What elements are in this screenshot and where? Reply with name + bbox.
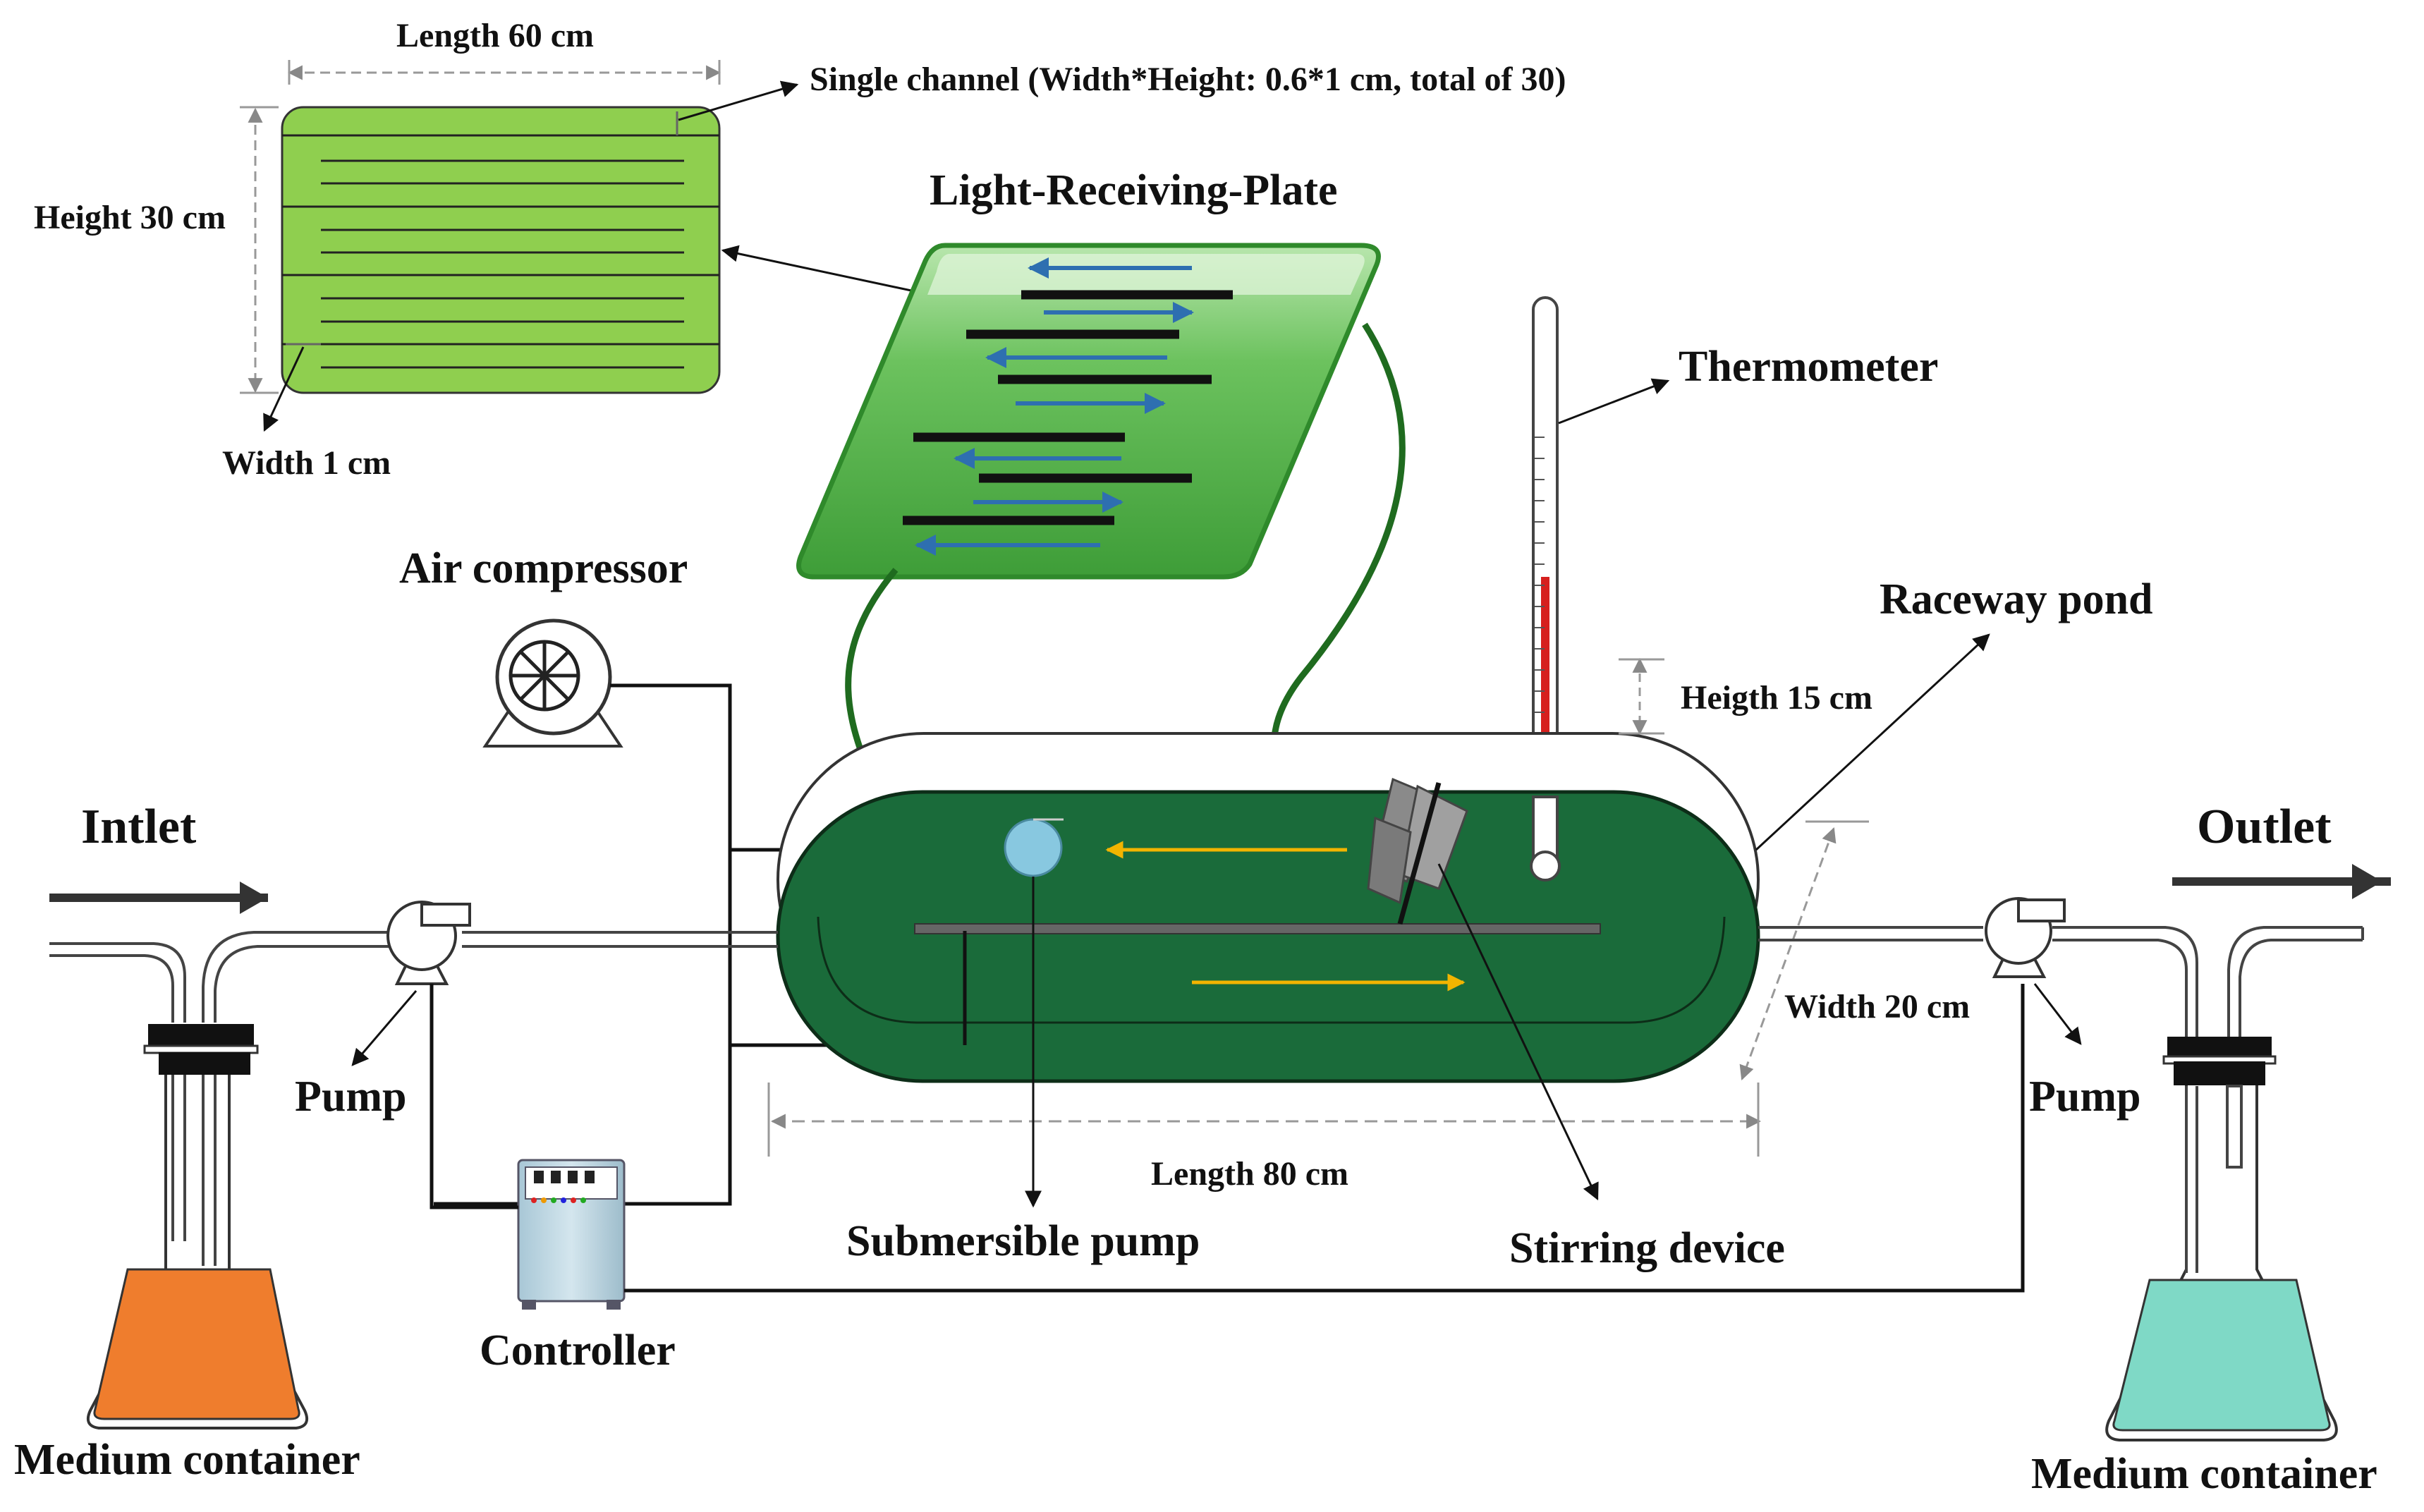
outlet-label: Outlet bbox=[2197, 800, 2332, 854]
air-line bbox=[434, 683, 732, 1206]
channel-panel-detail: Length 60 cm Height 30 cm Single channel… bbox=[34, 17, 1566, 482]
length-60-label: Length 60 cm bbox=[396, 17, 594, 54]
pump-right bbox=[1985, 897, 2066, 978]
width-20-dimension bbox=[1739, 827, 1837, 1080]
stirring-device-pointer bbox=[1437, 863, 1599, 1201]
inlet-label: Intlet bbox=[81, 800, 196, 854]
pump-right-pointer bbox=[2033, 983, 2082, 1045]
thermometer-pointer bbox=[1558, 378, 1670, 425]
channel-panel bbox=[281, 106, 721, 394]
submersible-pump-label: Submersible pump bbox=[846, 1217, 1200, 1265]
plate-to-panel-pointer bbox=[721, 245, 932, 296]
medium-container-left-label: Medium container bbox=[14, 1436, 360, 1484]
single-channel-label: Single channel (Width*Height: 0.6*1 cm, … bbox=[810, 61, 1566, 98]
submersible-pump bbox=[1004, 818, 1063, 877]
raceway-pond-label: Raceway pond bbox=[1880, 575, 2153, 623]
medium-container-left bbox=[87, 1024, 308, 1429]
plate-flow-arrows bbox=[915, 257, 1194, 556]
light-plate-label: Light-Receiving-Plate bbox=[930, 166, 1338, 214]
height-30-label: Height 30 cm bbox=[34, 199, 226, 236]
thermometer-label: Thermometer bbox=[1679, 343, 1938, 391]
pump-left bbox=[386, 901, 471, 985]
plate-black-channels bbox=[903, 290, 1233, 525]
light-receiving-plate bbox=[796, 243, 1381, 580]
medium-container-right-label: Medium container bbox=[2031, 1450, 2377, 1498]
height-15-label: Heigth 15 cm bbox=[1681, 679, 1872, 717]
pond-divider bbox=[914, 923, 1601, 934]
pond-water bbox=[776, 790, 1760, 1083]
length-80-label: Length 80 cm bbox=[1151, 1155, 1348, 1193]
controller-label: Controller bbox=[480, 1327, 676, 1374]
air-compressor bbox=[482, 618, 623, 748]
single-channel-pointer bbox=[678, 80, 799, 121]
controller bbox=[517, 1159, 626, 1310]
outlet-pipe bbox=[1758, 926, 2364, 1040]
controller-wire-right bbox=[624, 984, 2025, 1293]
air-compressor-label: Air compressor bbox=[399, 544, 688, 592]
width-1-pointer bbox=[263, 346, 305, 432]
pump-left-label: Pump bbox=[295, 1073, 406, 1121]
channel-lines bbox=[282, 134, 719, 369]
raceway-pond bbox=[776, 732, 1760, 1083]
inlet-pipe bbox=[49, 931, 778, 1023]
controller-wire-left bbox=[430, 984, 518, 1209]
stirring-device bbox=[1367, 777, 1468, 925]
pump-left-pointer bbox=[351, 990, 418, 1066]
pump-right-label: Pump bbox=[2029, 1073, 2140, 1121]
medium-container-right bbox=[2105, 1037, 2338, 1441]
raceway-pond-pointer bbox=[1755, 633, 1990, 851]
thermometer-bulb-overlay bbox=[1530, 795, 1561, 882]
width-20-label: Width 20 cm bbox=[1784, 988, 1970, 1025]
stirring-device-label: Stirring device bbox=[1509, 1224, 1785, 1272]
width-1-label: Width 1 cm bbox=[222, 444, 391, 482]
